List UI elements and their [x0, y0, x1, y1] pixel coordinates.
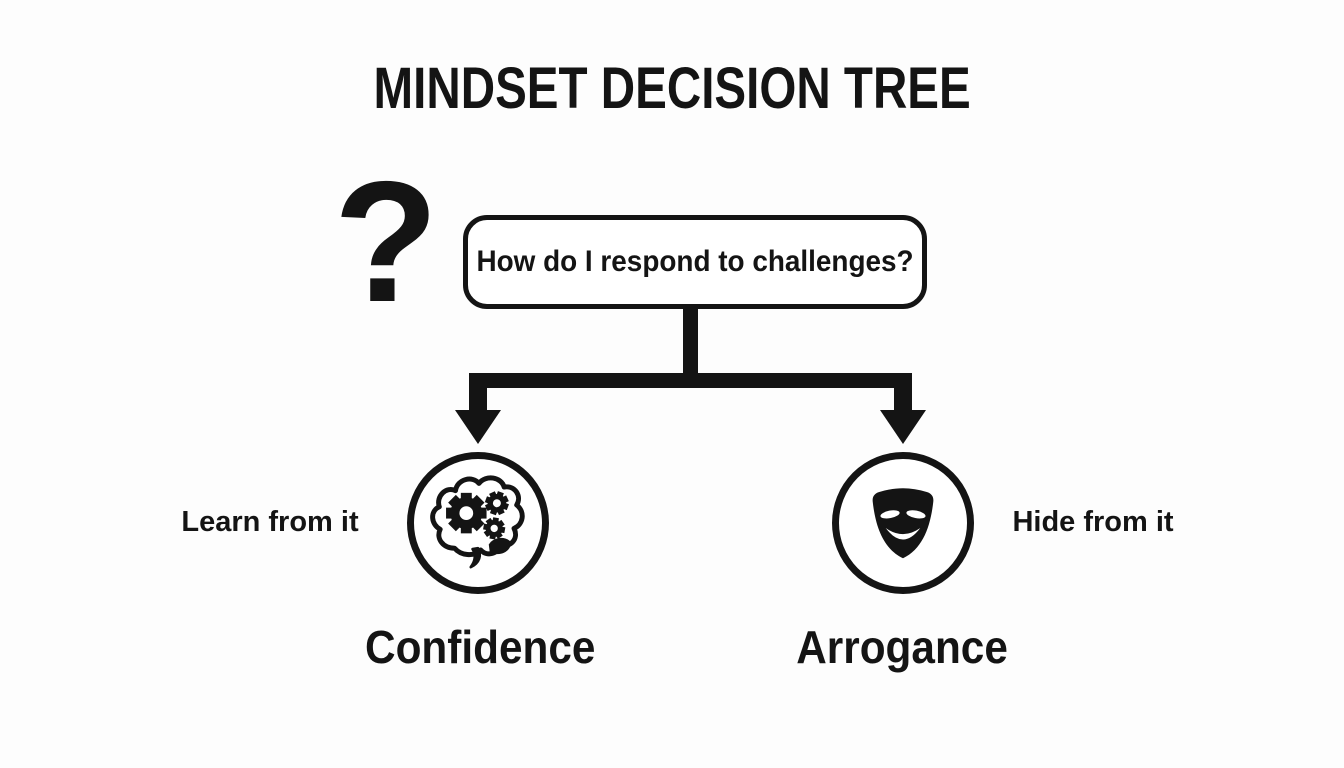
question-mark-icon: ? — [333, 146, 439, 338]
connector-arm-left — [469, 387, 487, 413]
page-title-row: MINDSET DECISION TREE — [0, 60, 1344, 118]
question-box: How do I respond to challenges? — [463, 215, 927, 309]
question-text: How do I respond to challenges? — [476, 245, 914, 278]
page-title: MINDSET DECISION TREE — [373, 56, 971, 121]
outcome-confidence-text: Confidence — [364, 621, 596, 673]
side-label-hide: Hide from it — [1012, 506, 1174, 538]
outcome-arrogance: Arrogance — [702, 621, 1102, 673]
connector-stem — [683, 308, 698, 374]
outcome-arrogance-text: Arrogance — [796, 621, 1008, 673]
brain-gears-icon — [430, 475, 525, 569]
outcome-confidence: Confidence — [280, 621, 680, 673]
arrow-down-icon — [880, 410, 926, 444]
side-label-learn: Learn from it — [181, 506, 359, 538]
theater-mask-icon — [872, 488, 934, 559]
connector-crossbar — [469, 373, 912, 388]
confidence-node-circle — [407, 452, 549, 594]
arrow-down-icon — [455, 410, 501, 444]
arrogance-node-circle — [832, 452, 974, 594]
connector-arm-right — [894, 387, 912, 413]
